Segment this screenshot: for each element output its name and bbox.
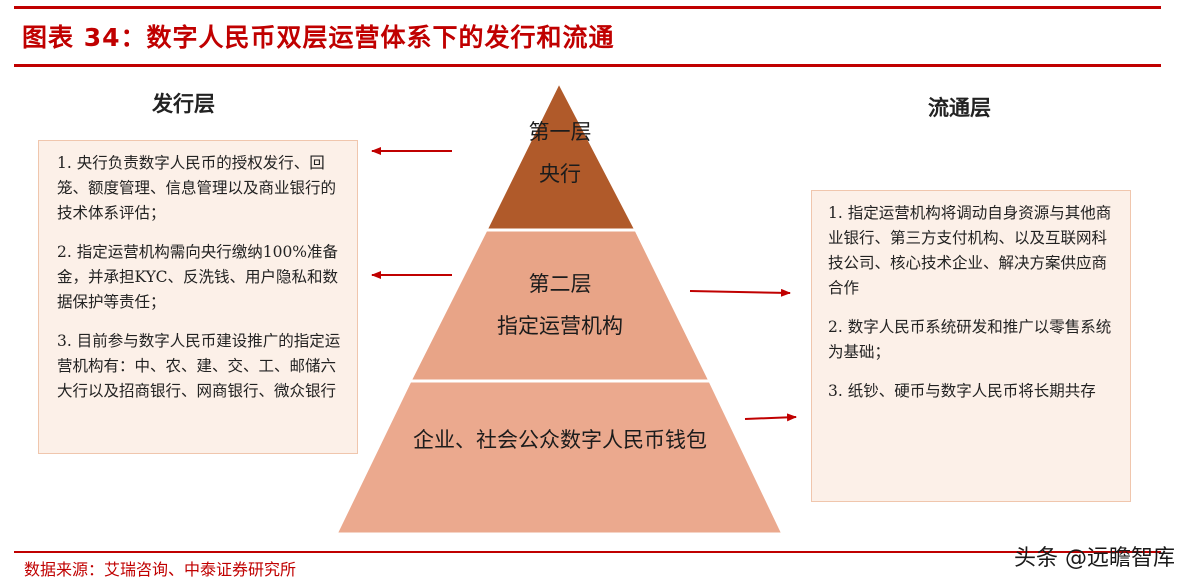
circulation-description-box: 1. 指定运营机构将调动自身资源与其他商业银行、第三方支付机构、以及互联网科技公… <box>811 190 1131 502</box>
arrow-layer2-to-circulation <box>689 288 791 297</box>
issuance-item-2: 2. 指定运营机构需向央行缴纳100%准备金，并承担KYC、反洗钱、用户隐私和数… <box>57 243 339 311</box>
watermark: 头条 @远瞻智库 <box>1014 546 1175 571</box>
layer-1-entity: 央行 <box>539 162 581 186</box>
top-rule <box>14 6 1161 9</box>
pyramid-layer-2-shape <box>407 228 713 383</box>
circulation-item-1: 1. 指定运营机构将调动自身资源与其他商业银行、第三方支付机构、以及互联网科技公… <box>828 204 1112 297</box>
circulation-layer-heading: 流通层 <box>928 95 991 120</box>
circulation-item-2: 2. 数字人民币系统研发和推广以零售系统为基础； <box>828 318 1112 361</box>
issuance-layer-heading: 发行层 <box>152 91 215 116</box>
figure-title: 图表 34：数字人民币双层运营体系下的发行和流通 <box>22 23 615 52</box>
circulation-item-3: 3. 纸钞、硬币与数字人民币将长期共存 <box>828 382 1096 400</box>
layer-2-name: 第二层 <box>528 272 592 296</box>
layer-2-entity: 指定运营机构 <box>497 314 623 338</box>
bottom-rule <box>14 551 1161 553</box>
issuance-description-box: 1. 央行负责数字人民币的授权发行、回笼、额度管理、信息管理以及商业银行的技术体… <box>38 140 358 454</box>
issuance-item-1: 1. 央行负责数字人民币的授权发行、回笼、额度管理、信息管理以及商业银行的技术体… <box>57 154 337 222</box>
data-source: 数据来源：艾瑞咨询、中泰证券研究所 <box>24 560 297 579</box>
arrow-layer3-to-circulation <box>744 413 797 422</box>
issuance-item-3: 3. 目前参与数字人民币建设推广的指定运营机构有：中、农、建、交、工、邮储六大行… <box>57 332 341 400</box>
layer-3-entity: 企业、社会公众数字人民币钱包 <box>413 428 707 452</box>
title-rule <box>14 64 1161 67</box>
pyramid-layer-3-shape <box>333 379 786 536</box>
layer-1-name: 第一层 <box>528 120 592 144</box>
